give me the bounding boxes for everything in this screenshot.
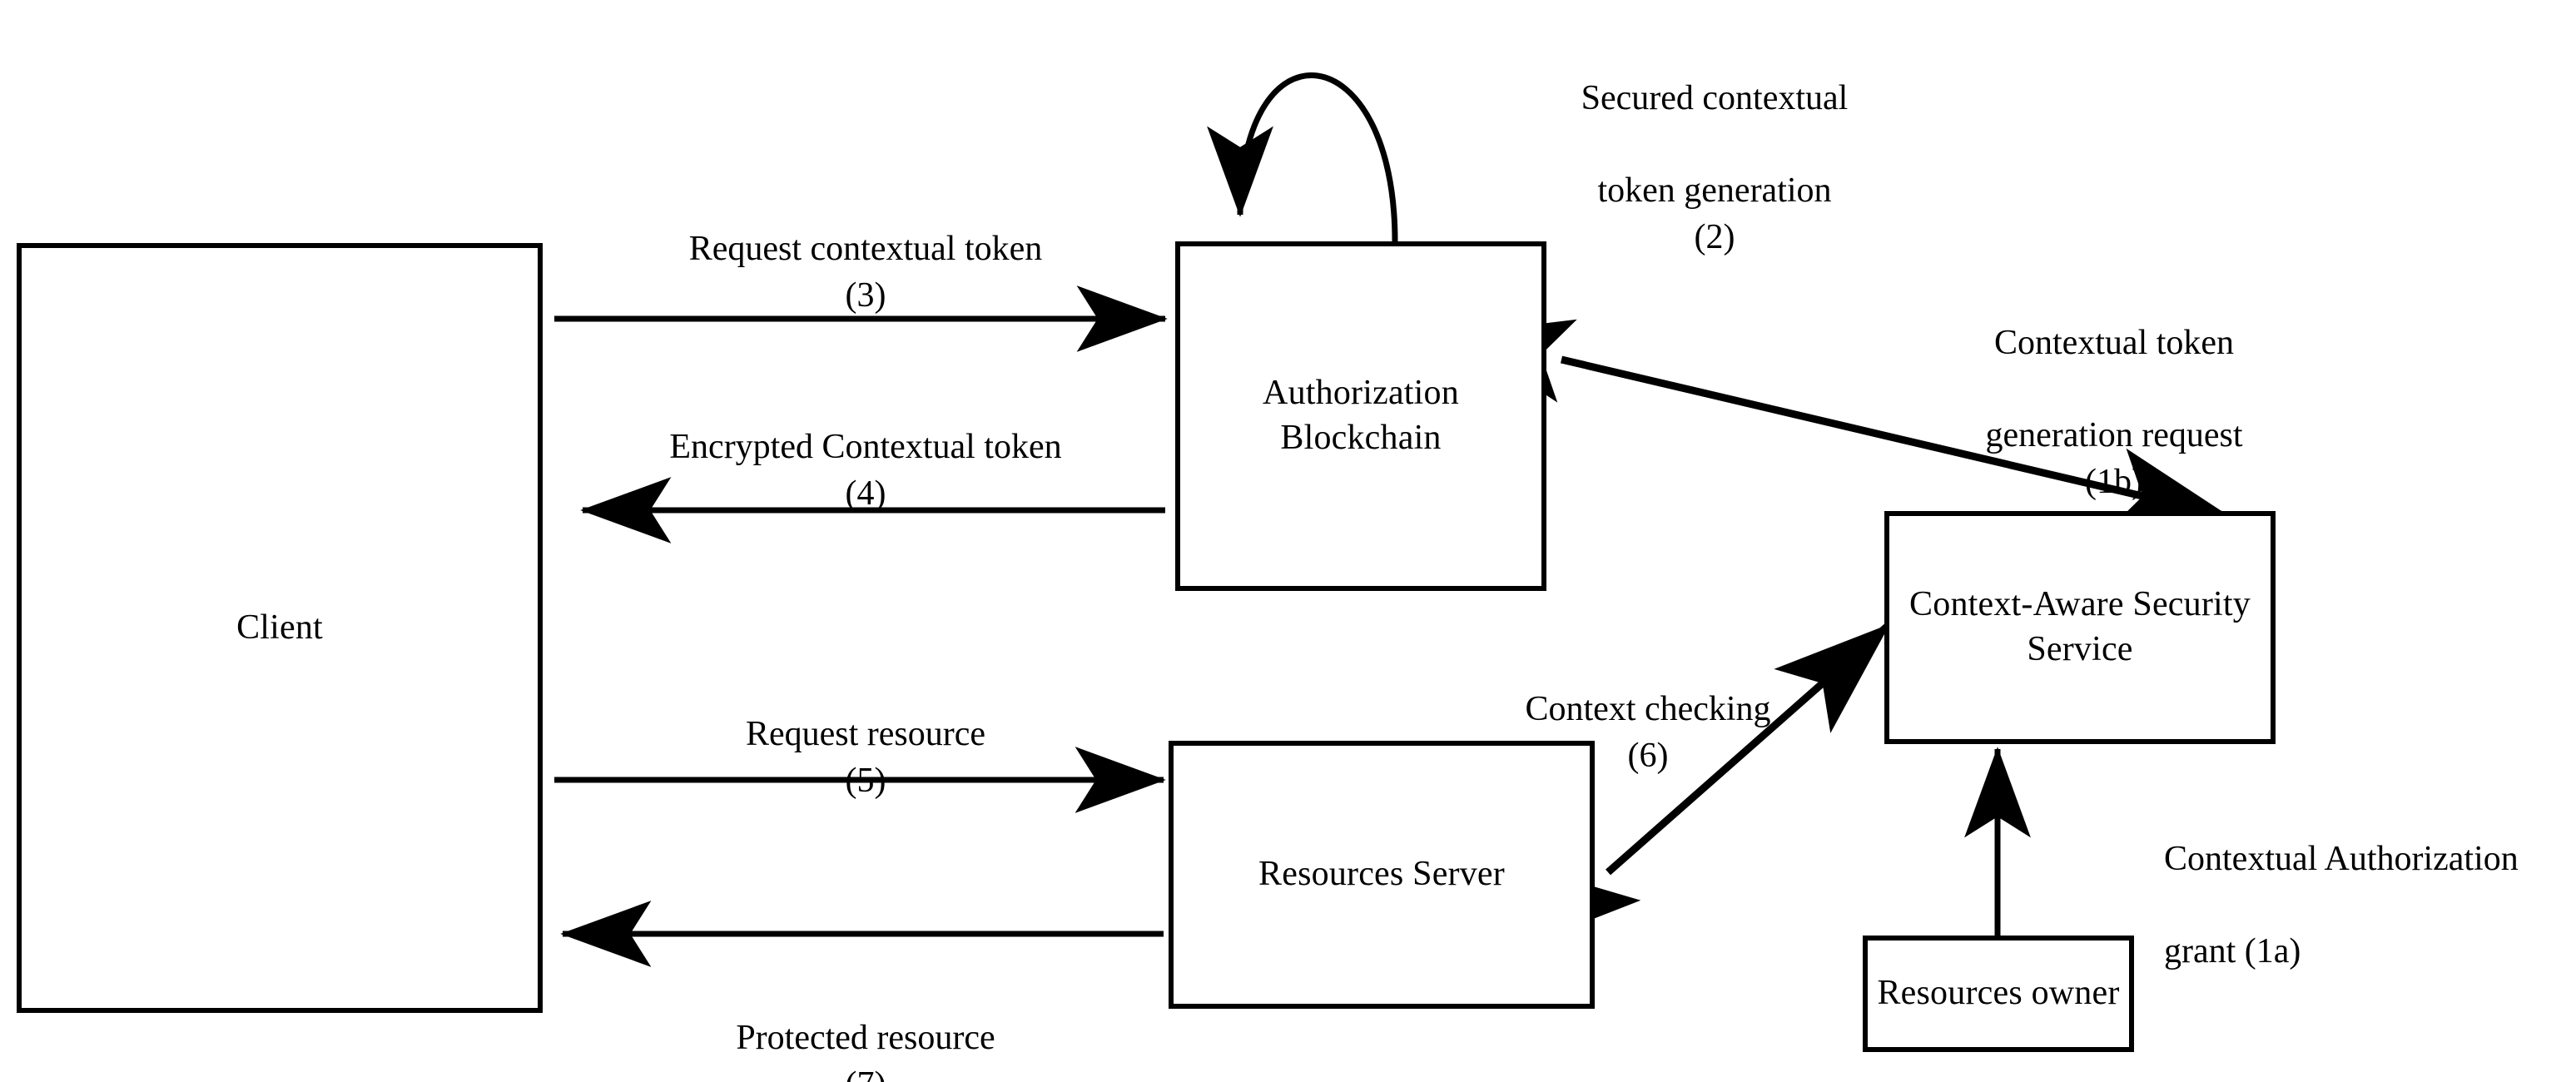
edge-label-line1: Request contextual token xyxy=(688,230,1043,269)
node-context-aware-security-service[interactable]: Context-Aware Security Service xyxy=(1884,511,2276,744)
edge-label-contextual-authorization-grant: Contextual Authorization grant (1a) xyxy=(2164,791,2576,975)
edge-label-line1: Context checking xyxy=(1525,690,1771,729)
edge-step-number: (7) xyxy=(633,1062,1099,1082)
node-resources-server-label: Resources Server xyxy=(1258,855,1505,894)
edge-label-request-contextual-token: Request contextual token (3) xyxy=(616,181,1115,365)
edge-label-contextual-token-generation-request: Contextual token generation request (1b) xyxy=(1939,275,2289,552)
node-context-aware-security-service-label: Context-Aware Security Service xyxy=(1909,585,2251,668)
edge-label-line1: Secured contextual xyxy=(1581,79,1849,118)
node-resources-owner[interactable]: Resources owner xyxy=(1863,936,2134,1052)
edge-label-line1: Contextual token xyxy=(1993,324,2235,363)
node-client-label: Client xyxy=(236,608,323,647)
edge-label-line1: Protected resource xyxy=(736,1019,995,1058)
edge-step-number: (6) xyxy=(1627,736,1669,775)
edge-label-context-checking: Context checking (6) xyxy=(1473,641,1823,826)
node-client[interactable]: Client xyxy=(17,243,543,1013)
edge-step-number: (4) xyxy=(845,474,886,513)
edge-label-encrypted-contextual-token: Encrypted Contextual token (4) xyxy=(608,379,1124,563)
node-resources-server[interactable]: Resources Server xyxy=(1169,741,1595,1009)
edge-label-line2: token generation xyxy=(1597,171,1832,211)
arrow-contextual-token-generation-request xyxy=(1453,319,2231,532)
edge-step-number: (3) xyxy=(845,275,886,315)
edge-label-secured-contextual-token-generation: Secured contextual token generation (2) xyxy=(1540,30,1889,307)
edge-label-protected-resource: Protected resource (7) xyxy=(633,970,1099,1082)
node-authorization-blockchain-label: Authorization Blockchain xyxy=(1263,374,1459,457)
edge-label-line2: grant (1a) xyxy=(2164,932,2301,971)
node-resources-owner-label: Resources owner xyxy=(1877,974,2120,1013)
edge-step-number: (2) xyxy=(1694,217,1735,256)
edge-label-line1: Request resource xyxy=(745,715,986,754)
edge-label-line2: generation request xyxy=(1985,416,2243,455)
edge-step-number: (1b) xyxy=(2085,462,2143,501)
edge-step-number: (5) xyxy=(845,761,886,800)
node-authorization-blockchain[interactable]: Authorization Blockchain xyxy=(1175,241,1546,591)
arrow-secured-contextual-token-generation xyxy=(1207,72,1398,242)
arrow-context-checking xyxy=(1525,623,1890,946)
edge-label-line1: Encrypted Contextual token xyxy=(669,428,1062,467)
edge-label-line1: Contextual Authorization xyxy=(2164,840,2519,879)
edge-label-request-resource: Request resource (5) xyxy=(633,666,1099,851)
